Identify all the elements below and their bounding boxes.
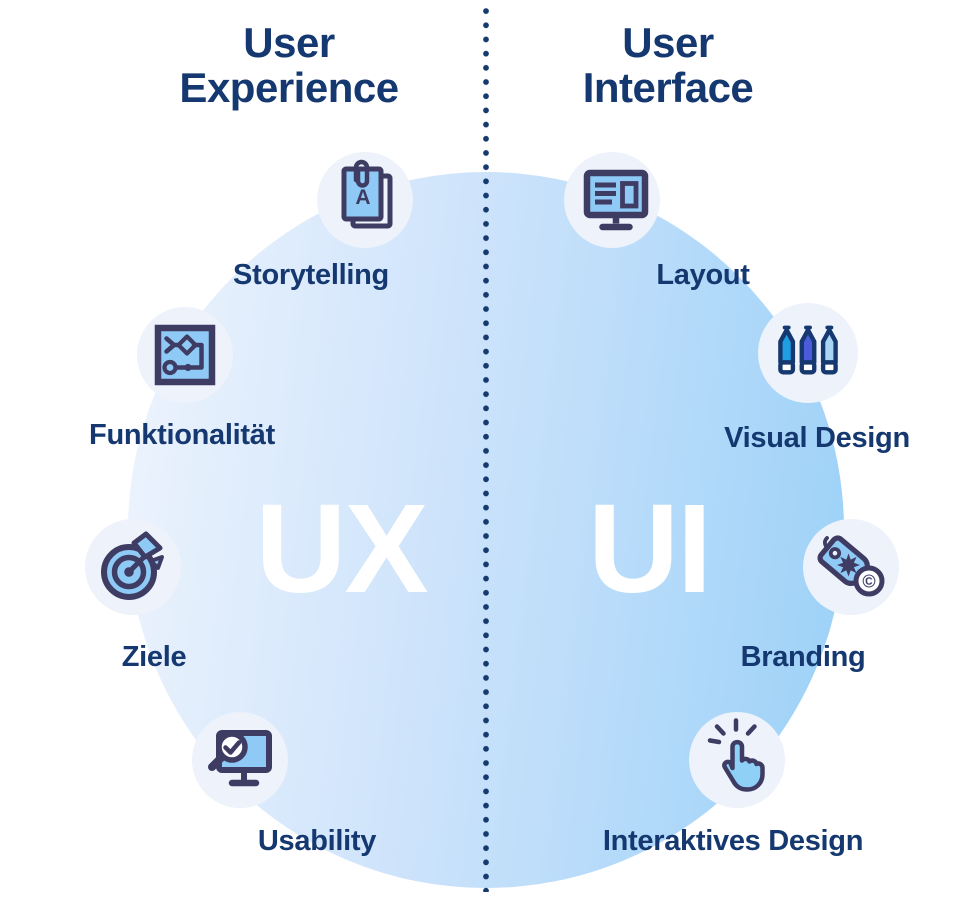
ux-heading-line2: Experience bbox=[179, 64, 399, 112]
ui-watermark: UI bbox=[588, 478, 712, 619]
ziele-label: Ziele bbox=[121, 641, 187, 673]
monitor-check-icon bbox=[208, 730, 272, 787]
storytelling-icon-badge: A bbox=[317, 152, 413, 248]
click-hand-icon bbox=[707, 718, 765, 792]
usability-icon-badge bbox=[192, 712, 288, 808]
ux-watermark: UX bbox=[255, 478, 428, 619]
layout-label: Layout bbox=[656, 259, 750, 291]
branding-icon-badge: © bbox=[803, 519, 899, 615]
svg-text:A: A bbox=[355, 186, 370, 209]
dotted-divider-line bbox=[483, 4, 489, 892]
ui-heading: User Interface bbox=[583, 20, 754, 111]
storytelling-label: Storytelling bbox=[233, 259, 389, 291]
ui-heading-line2: Interface bbox=[582, 64, 754, 112]
pencils-icon bbox=[778, 325, 838, 375]
interaktives-design-label: Interaktives Design bbox=[602, 825, 864, 857]
usability-label: Usability bbox=[257, 825, 377, 857]
funktionalitaet-icon-badge bbox=[137, 307, 233, 403]
svg-text:©: © bbox=[862, 572, 875, 592]
funktionalitaet-label: Funktionalität bbox=[89, 419, 275, 451]
ui-heading-line1: User bbox=[622, 19, 714, 66]
visual-design-icon-badge bbox=[758, 303, 858, 403]
branding-label: Branding bbox=[740, 641, 866, 673]
price-tag-icon: © bbox=[817, 535, 885, 597]
layout-icon-badge bbox=[564, 152, 660, 248]
ziele-icon-badge bbox=[85, 519, 181, 615]
target-dart-icon bbox=[101, 531, 164, 600]
ux-heading-line1: User bbox=[243, 19, 335, 66]
ux-heading: User Experience bbox=[179, 19, 399, 112]
flowchart-icon bbox=[154, 324, 216, 386]
document-a-icon: A bbox=[341, 159, 393, 229]
monitor-layout-icon bbox=[583, 169, 649, 231]
interaktives-design-icon-badge bbox=[689, 712, 785, 808]
visual-design-label: Visual Design bbox=[724, 422, 910, 454]
